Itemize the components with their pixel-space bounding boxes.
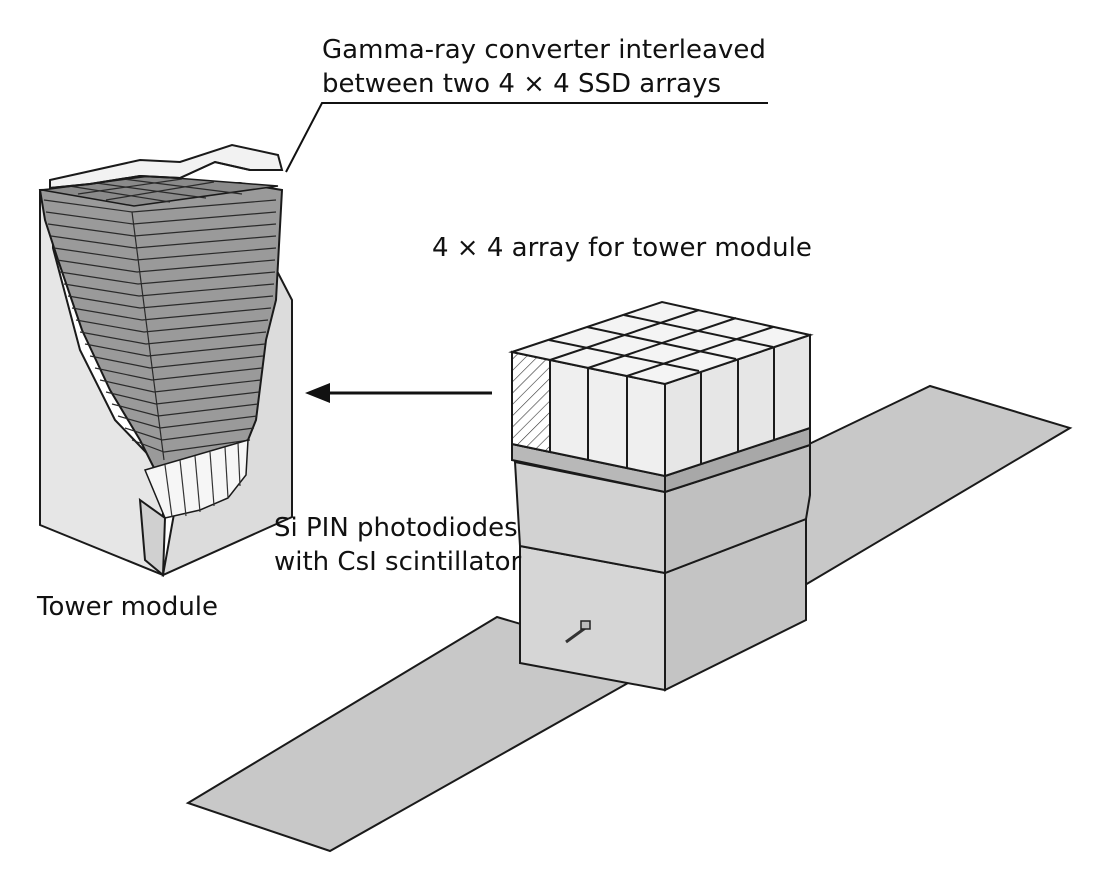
hatched-crystal — [511, 350, 551, 454]
connector-icon — [580, 620, 591, 630]
tower-module-label: Tower module — [37, 592, 219, 622]
array-label: 4 × 4 array for tower module — [432, 233, 812, 263]
calorimeter-array — [508, 300, 814, 494]
satellite-bus — [513, 443, 811, 692]
solar-panel-right — [804, 384, 1073, 587]
tower-module — [38, 143, 293, 578]
converter-label-line1: Gamma-ray converter interleaved — [322, 35, 766, 65]
converter-leader-line — [285, 102, 768, 173]
pin-label-line1: Si PIN photodiodes — [274, 513, 518, 543]
arrow-left-icon — [305, 383, 492, 403]
converter-label-line2: between two 4 × 4 SSD arrays — [322, 69, 722, 99]
pin-label-line2: with CsI scintillator — [274, 547, 522, 577]
